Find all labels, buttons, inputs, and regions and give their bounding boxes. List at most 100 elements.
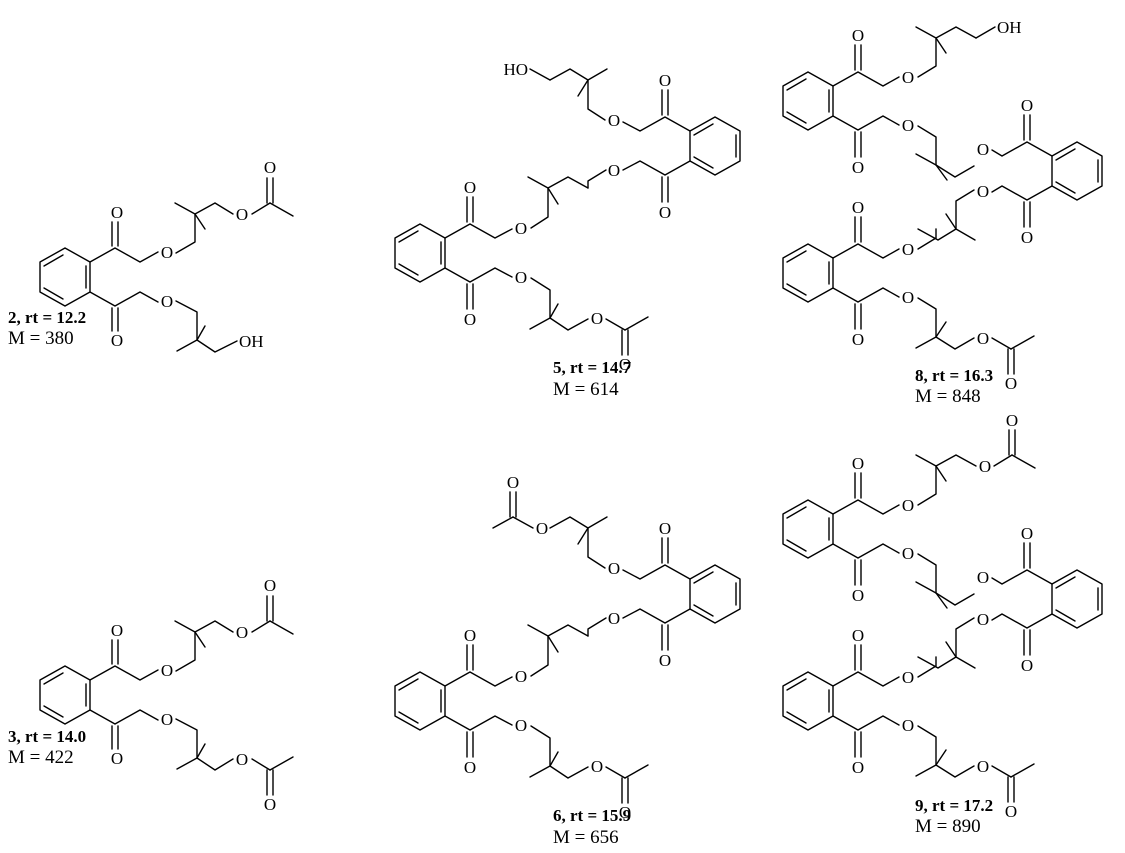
ester-oxygen: O bbox=[236, 623, 248, 642]
ester-oxygen: O bbox=[977, 182, 989, 201]
carbonyl-oxygen: O bbox=[1021, 656, 1033, 675]
ester-oxygen: O bbox=[977, 329, 989, 348]
ester-oxygen: O bbox=[979, 457, 991, 476]
carbonyl-oxygen: O bbox=[464, 758, 476, 777]
structure-compound-9: O O O O O O O O O O O O O O O O 9, rt = … bbox=[782, 411, 1103, 837]
benzene-ring bbox=[39, 247, 91, 307]
ester-oxygen: O bbox=[608, 559, 620, 578]
ester-bonds bbox=[529, 68, 691, 203]
compound-caption: 9, rt = 17.2 bbox=[915, 796, 993, 815]
benzene-ring bbox=[39, 665, 91, 725]
ester-oxygen: O bbox=[902, 68, 914, 87]
carbonyl-oxygen: O bbox=[464, 626, 476, 645]
ester-oxygen: O bbox=[591, 309, 603, 328]
structure-compound-6: O O O O O O O O O O O O 6, rt = 15.9 M =… bbox=[394, 473, 741, 848]
ester-oxygen: O bbox=[515, 219, 527, 238]
carbonyl-oxygen: O bbox=[659, 203, 671, 222]
ester-oxygen: O bbox=[977, 610, 989, 629]
benzene-ring bbox=[782, 71, 834, 131]
benzene-ring bbox=[394, 223, 446, 283]
ester-oxygen: O bbox=[161, 292, 173, 311]
benzene-ring bbox=[782, 499, 834, 559]
neopentyl-chain-upper bbox=[174, 595, 294, 672]
carbonyl-oxygen: O bbox=[852, 454, 864, 473]
benzene-ring bbox=[394, 671, 446, 731]
compound-caption: 8, rt = 16.3 bbox=[915, 366, 993, 385]
ester-lower-bonds bbox=[89, 709, 159, 750]
ester-oxygen: O bbox=[515, 268, 527, 287]
carbonyl-oxygen: O bbox=[659, 519, 671, 538]
benzene-ring bbox=[689, 116, 741, 176]
ester-bonds bbox=[444, 624, 649, 804]
carbonyl-oxygen: O bbox=[659, 651, 671, 670]
structure-compound-3: O O O O O O O O 3, rt = 14.0 M = 422 bbox=[8, 576, 294, 814]
ester-oxygen: O bbox=[902, 496, 914, 515]
ester-bonds bbox=[444, 176, 649, 356]
ester-oxygen: O bbox=[902, 668, 914, 687]
molecular-mass: M = 422 bbox=[8, 747, 74, 768]
ester-bonds bbox=[492, 491, 691, 651]
ester-oxygen: O bbox=[608, 609, 620, 628]
ester-oxygen: O bbox=[591, 757, 603, 776]
ester-oxygen: O bbox=[902, 288, 914, 307]
carbonyl-oxygen: O bbox=[659, 71, 671, 90]
ester-bonds bbox=[832, 644, 1035, 803]
carbonyl-oxygen: O bbox=[111, 749, 123, 768]
ester-bonds bbox=[917, 542, 1053, 669]
neopentyl-chain-lower bbox=[175, 718, 294, 796]
ester-oxygen: O bbox=[161, 243, 173, 262]
carbonyl-oxygen: O bbox=[852, 26, 864, 45]
carbonyl-oxygen: O bbox=[111, 621, 123, 640]
ester-upper-bonds bbox=[89, 639, 159, 681]
molecular-mass: M = 614 bbox=[553, 379, 619, 400]
benzene-ring bbox=[782, 243, 834, 303]
structure-compound-5: O O O O O O O O O O HO 5, rt = 14.7 M = … bbox=[394, 60, 741, 400]
carbonyl-oxygen: O bbox=[852, 330, 864, 349]
structure-compound-8: O O O O OH O O O O O O O O O O 8, rt = 1… bbox=[782, 18, 1103, 407]
ester-oxygen: O bbox=[902, 716, 914, 735]
carbonyl-oxygen: O bbox=[852, 198, 864, 217]
carbonyl-oxygen: O bbox=[1006, 411, 1018, 430]
carbonyl-oxygen: O bbox=[1021, 96, 1033, 115]
ester-bonds bbox=[917, 114, 1053, 241]
molecular-mass: M = 848 bbox=[915, 386, 981, 407]
ester-oxygen: O bbox=[515, 716, 527, 735]
benzene-ring bbox=[782, 671, 834, 731]
carbonyl-oxygen: O bbox=[264, 158, 276, 177]
molecular-mass: M = 380 bbox=[8, 328, 74, 349]
carbonyl-oxygen: O bbox=[852, 586, 864, 605]
ester-oxygen: O bbox=[161, 710, 173, 729]
carbonyl-oxygen: O bbox=[464, 310, 476, 329]
molecular-mass: M = 656 bbox=[553, 827, 619, 848]
ester-oxygen: O bbox=[902, 116, 914, 135]
benzene-ring bbox=[1051, 141, 1103, 201]
carbonyl-oxygen: O bbox=[1021, 228, 1033, 247]
carbonyl-oxygen: O bbox=[852, 626, 864, 645]
carbonyl-oxygen: O bbox=[852, 158, 864, 177]
neopentyl-chain-lower bbox=[175, 300, 238, 353]
compound-caption: 3, rt = 14.0 bbox=[8, 727, 86, 746]
ester-oxygen: O bbox=[977, 757, 989, 776]
carbonyl-oxygen: O bbox=[1005, 802, 1017, 821]
ester-bonds bbox=[832, 26, 996, 181]
ester-oxygen: O bbox=[608, 111, 620, 130]
ester-oxygen: O bbox=[977, 568, 989, 587]
carbonyl-oxygen: O bbox=[1005, 374, 1017, 393]
carbonyl-oxygen: O bbox=[111, 203, 123, 222]
carbonyl-oxygen: O bbox=[111, 331, 123, 350]
carbonyl-oxygen: O bbox=[619, 803, 631, 822]
carbonyl-oxygen: O bbox=[264, 576, 276, 595]
ester-bonds bbox=[832, 429, 1036, 609]
ester-oxygen: O bbox=[236, 205, 248, 224]
ester-lower-bonds bbox=[89, 291, 159, 332]
hydroxyl-group: HO bbox=[503, 60, 528, 79]
molecular-mass: M = 890 bbox=[915, 816, 981, 837]
compound-caption: 5, rt = 14.7 bbox=[553, 358, 632, 377]
ester-oxygen: O bbox=[977, 140, 989, 159]
ester-oxygen: O bbox=[236, 750, 248, 769]
carbonyl-oxygen: O bbox=[507, 473, 519, 492]
ester-oxygen: O bbox=[608, 161, 620, 180]
carbonyl-oxygen: O bbox=[852, 758, 864, 777]
